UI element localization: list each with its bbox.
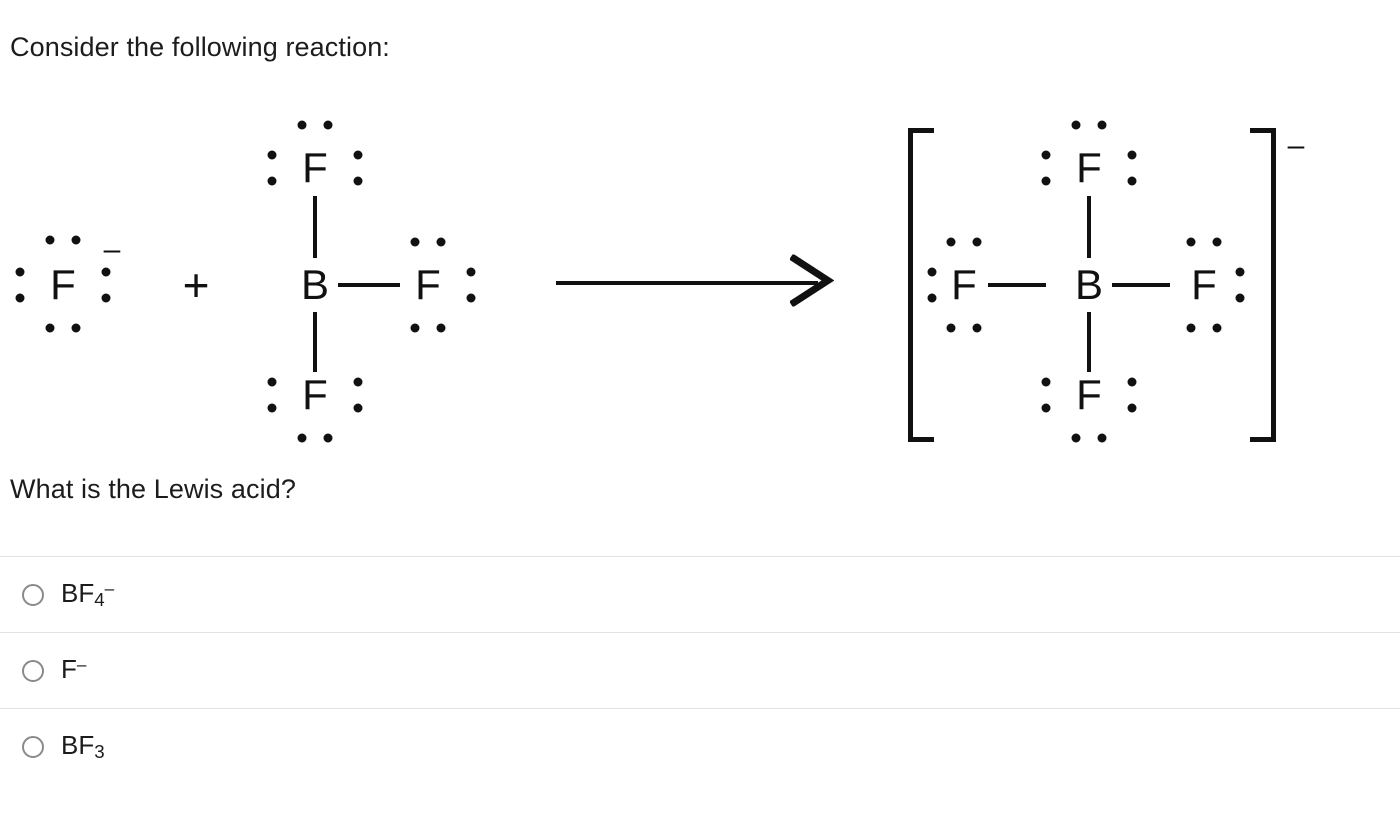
lone-pair-dot	[45, 323, 55, 333]
negative-charge-label: –	[103, 233, 121, 266]
lone-pair-dot	[972, 237, 982, 247]
option-subscript: 3	[94, 741, 105, 763]
atom-label-f: F	[302, 371, 328, 418]
lone-pair-dot	[45, 235, 55, 245]
lone-pair-dot	[1041, 176, 1051, 186]
negative-charge-label: –	[1287, 129, 1305, 162]
option-label-bf3: BF3	[61, 730, 105, 763]
atom-label-b: B	[1074, 261, 1103, 308]
lone-pair-dot	[1127, 377, 1137, 387]
arrow-head	[789, 253, 835, 312]
page-title: Consider the following reaction:	[10, 32, 390, 62]
option-base-text: BF	[61, 577, 95, 608]
atom-label-b: B	[300, 261, 329, 308]
arrow-shaft	[556, 281, 818, 285]
option-label-bf4-minus: BF4–	[61, 578, 114, 611]
bracket-left	[908, 128, 934, 442]
reaction-diagram: F – + B F F	[0, 100, 1400, 470]
lone-pair-dot	[1071, 120, 1081, 130]
bond-line	[313, 312, 317, 372]
lone-pair-dot	[466, 267, 476, 277]
option-f-minus[interactable]: F–	[0, 632, 1400, 708]
option-label-f-minus: F–	[61, 654, 86, 687]
lone-pair-dot	[1097, 433, 1107, 443]
lone-pair-dot	[466, 293, 476, 303]
radio-button-bf3[interactable]	[22, 735, 44, 758]
answer-options-list: BF4– F– BF3	[0, 556, 1400, 784]
bond-line	[1087, 196, 1091, 258]
bond-line	[1087, 312, 1091, 372]
lone-pair-dot	[1235, 293, 1245, 303]
option-subscript: 4	[94, 589, 105, 611]
lone-pair-dot	[101, 293, 111, 303]
lone-pair-dot	[1071, 433, 1081, 443]
lone-pair-dot	[927, 293, 937, 303]
atom-label-f: F	[1191, 261, 1217, 308]
bond-line	[338, 283, 400, 287]
radio-button-bf4-minus[interactable]	[22, 583, 44, 606]
lone-pair-dot	[353, 377, 363, 387]
lone-pair-dot	[323, 120, 333, 130]
lone-pair-dot	[410, 237, 420, 247]
lone-pair-dot	[267, 377, 277, 387]
option-bf4-minus[interactable]: BF4–	[0, 556, 1400, 632]
atom-label-f: F	[415, 261, 441, 308]
lone-pair-dot	[15, 267, 25, 277]
lone-pair-dot	[410, 323, 420, 333]
bond-line	[313, 196, 317, 258]
lone-pair-dot	[1127, 150, 1137, 160]
lone-pair-dot	[436, 237, 446, 247]
atom-label-f: F	[302, 144, 328, 191]
bond-line	[1112, 283, 1170, 287]
lone-pair-dot	[1235, 267, 1245, 277]
lone-pair-dot	[1041, 150, 1051, 160]
lone-pair-dot	[353, 403, 363, 413]
lone-pair-dot	[1127, 403, 1137, 413]
lone-pair-dot	[1186, 237, 1196, 247]
lone-pair-dot	[267, 176, 277, 186]
lone-pair-dot	[71, 323, 81, 333]
atom-label-f: F	[50, 261, 76, 308]
lone-pair-dot	[15, 293, 25, 303]
lone-pair-dot	[946, 237, 956, 247]
radio-button-f-minus[interactable]	[22, 659, 44, 682]
question-text: What is the Lewis acid?	[10, 474, 296, 504]
option-base-text: F	[61, 653, 77, 684]
lone-pair-dot	[323, 433, 333, 443]
lone-pair-dot	[353, 176, 363, 186]
lone-pair-dot	[1212, 323, 1222, 333]
lone-pair-dot	[267, 150, 277, 160]
option-base-text: BF	[61, 729, 95, 760]
atom-label-f: F	[1076, 144, 1102, 191]
option-bf3[interactable]: BF3	[0, 708, 1400, 784]
lone-pair-dot	[1041, 377, 1051, 387]
lone-pair-dot	[1127, 176, 1137, 186]
lone-pair-dot	[972, 323, 982, 333]
lone-pair-dot	[946, 323, 956, 333]
lone-pair-dot	[1041, 403, 1051, 413]
lone-pair-dot	[101, 267, 111, 277]
plus-operator: +	[182, 259, 210, 311]
lone-pair-dot	[353, 150, 363, 160]
lone-pair-dot	[927, 267, 937, 277]
lone-pair-dot	[297, 120, 307, 130]
lone-pair-dot	[436, 323, 446, 333]
atom-label-f: F	[951, 261, 977, 308]
lone-pair-dot	[1186, 323, 1196, 333]
lone-pair-dot	[1097, 120, 1107, 130]
bond-line	[988, 283, 1046, 287]
lone-pair-dot	[71, 235, 81, 245]
lone-pair-dot	[267, 403, 277, 413]
option-superscript: –	[76, 654, 87, 675]
bracket-right	[1250, 128, 1276, 442]
lone-pair-dot	[297, 433, 307, 443]
lone-pair-dot	[1212, 237, 1222, 247]
option-superscript: –	[104, 578, 115, 599]
atom-label-f: F	[1076, 371, 1102, 418]
